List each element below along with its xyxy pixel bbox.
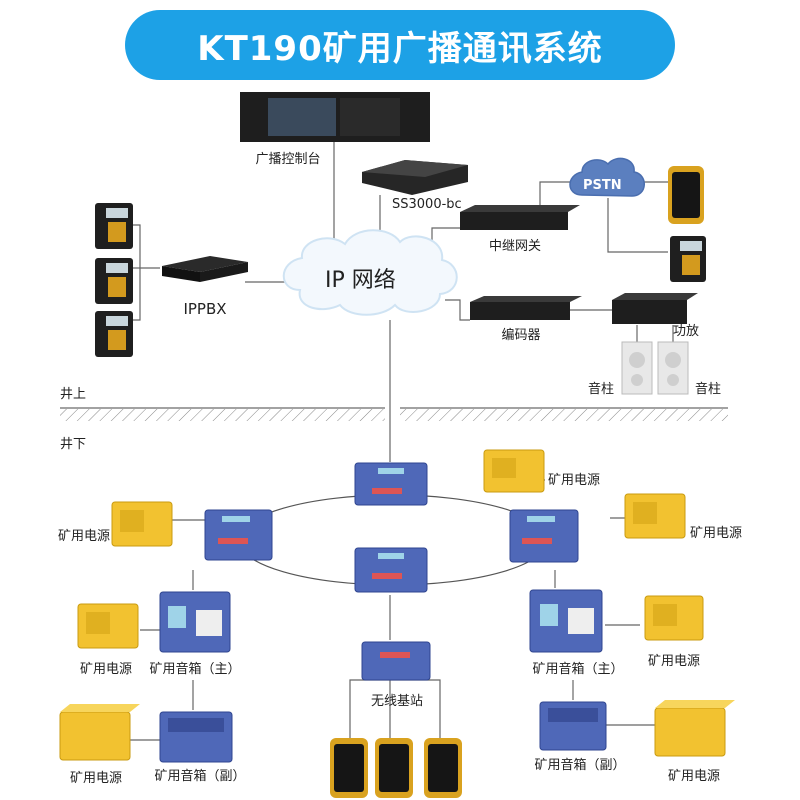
ippbx-device (162, 256, 248, 282)
speaker-column-left (621, 341, 653, 395)
label-console: 广播控制台 (255, 152, 321, 167)
wireless-base-station-device (361, 641, 431, 681)
label-power-right: 矿用电源 (690, 526, 743, 541)
label-below-ground: 井下 (60, 437, 87, 452)
ground-surface-line (60, 407, 728, 421)
rugged-handset-3 (424, 738, 462, 798)
ss3000-server-device (362, 160, 468, 195)
label-power-mid-right: 矿用电源 (648, 654, 701, 669)
broadcast-console-device (240, 92, 430, 142)
mine-power-supply-mid-right (644, 595, 704, 641)
ring-switch-bottom (354, 547, 428, 593)
label-power-mid-left: 矿用电源 (80, 662, 133, 677)
label-power-bottom-right: 矿用电源 (668, 769, 721, 784)
mine-speaker-main-left (159, 591, 231, 653)
mine-power-supply-right (624, 493, 686, 539)
label-amplifier: 功放 (673, 324, 700, 339)
pstn-phone (670, 236, 706, 282)
label-speaker-sub-left: 矿用音箱（副） (154, 769, 246, 784)
label-speaker-right: 音柱 (695, 382, 722, 397)
mine-speaker-sub-left (159, 711, 233, 763)
rugged-handset-top (668, 166, 704, 224)
encoder-device (470, 296, 582, 320)
label-speaker-left: 音柱 (588, 382, 615, 397)
label-pstn: PSTN (583, 178, 622, 193)
ring-switch-top (354, 462, 428, 506)
ip-phone-2 (95, 258, 133, 304)
ip-phone-3 (95, 311, 133, 357)
label-speaker-main-left: 矿用音箱（主） (149, 662, 241, 677)
ring-switch-right (509, 509, 579, 563)
relay-gateway-device (460, 205, 580, 230)
mine-power-supply-bottom-left (59, 704, 140, 761)
label-ippbx: IPPBX (183, 300, 227, 318)
mine-power-supply-bottom-right (654, 700, 735, 757)
label-relay-gateway: 中继网关 (488, 239, 542, 254)
label-speaker-main-right: 矿用音箱（主） (532, 662, 624, 677)
mine-power-supply-top-right (483, 449, 545, 493)
title-banner: KT190矿用广播通讯系统 (125, 10, 675, 80)
rugged-handset-1 (330, 738, 368, 798)
mine-power-supply-mid-left (77, 603, 139, 649)
label-power-bottom-left: 矿用电源 (70, 771, 123, 786)
ring-switch-left (204, 509, 273, 561)
page-title: KT190矿用广播通讯系统 (197, 28, 603, 69)
label-power-top-right: 矿用电源 (548, 473, 601, 488)
amplifier-device (612, 293, 698, 324)
mine-speaker-sub-right (539, 701, 607, 751)
mine-power-supply-left (111, 501, 173, 547)
speaker-column-right (657, 341, 689, 395)
label-ss3000: SS3000-bc (392, 197, 462, 212)
label-ip-network: IP 网络 (325, 268, 396, 293)
label-power-left: 矿用电源 (58, 529, 111, 544)
label-speaker-sub-right: 矿用音箱（副） (534, 758, 626, 773)
ip-phone-1 (95, 203, 133, 249)
label-above-ground: 井上 (60, 387, 87, 402)
rugged-handset-2 (375, 738, 413, 798)
pstn-cloud (569, 157, 645, 197)
label-wireless-base: 无线基站 (370, 694, 424, 709)
label-encoder: 编码器 (501, 328, 541, 343)
mine-speaker-main-right (529, 589, 603, 653)
ip-network-cloud (282, 229, 458, 316)
